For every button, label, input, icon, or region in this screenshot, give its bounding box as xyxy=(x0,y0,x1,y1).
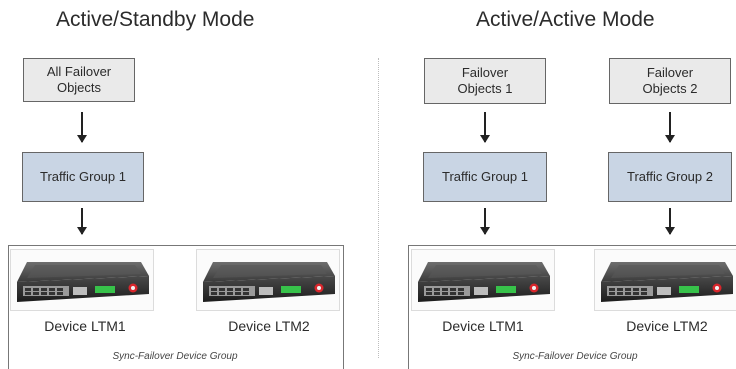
objects2-line-1: Failover xyxy=(646,65,694,80)
arrow-traffic-group1-to-devices xyxy=(480,208,490,235)
traffic-group-1-box-right: Traffic Group 1 xyxy=(423,152,547,202)
objects-line-1: All Failover xyxy=(46,64,112,79)
server-appliance-icon xyxy=(601,262,733,302)
arrow-objects1-to-traffic-group1 xyxy=(480,112,490,143)
arrow-objects-to-traffic-group xyxy=(77,112,87,143)
sync-failover-group-label-left: Sync-Failover Device Group xyxy=(112,351,238,362)
arrow-traffic-group2-to-devices xyxy=(665,208,675,235)
active-active-title: Active/Active Mode xyxy=(476,8,655,31)
server-appliance-icon xyxy=(203,262,335,302)
server-appliance-icon xyxy=(17,262,149,302)
arrow-traffic-group-to-devices xyxy=(77,208,87,235)
traffic-group-1-box: Traffic Group 1 xyxy=(22,152,144,202)
device-ltm2-label-right: Device LTM2 xyxy=(626,318,708,334)
failover-objects-2-box: Failover Objects 2 xyxy=(609,58,731,104)
device-ltm1-label-right: Device LTM1 xyxy=(442,318,524,334)
all-failover-objects-box: All Failover Objects xyxy=(23,58,135,102)
sync-failover-group-label-right: Sync-Failover Device Group xyxy=(512,351,638,362)
mode-divider xyxy=(378,58,379,358)
objects1-line-2: Objects 1 xyxy=(457,81,513,96)
objects-line-2: Objects xyxy=(56,80,102,95)
active-standby-title: Active/Standby Mode xyxy=(56,8,255,31)
objects2-line-2: Objects 2 xyxy=(642,81,698,96)
objects1-line-1: Failover xyxy=(461,65,509,80)
arrow-objects2-to-traffic-group2 xyxy=(665,112,675,143)
device-ltm1-label-left: Device LTM1 xyxy=(44,318,126,334)
server-appliance-icon xyxy=(418,262,550,302)
failover-objects-1-box: Failover Objects 1 xyxy=(424,58,546,104)
traffic-group-2-box: Traffic Group 2 xyxy=(608,152,732,202)
device-ltm2-label-left: Device LTM2 xyxy=(228,318,310,334)
